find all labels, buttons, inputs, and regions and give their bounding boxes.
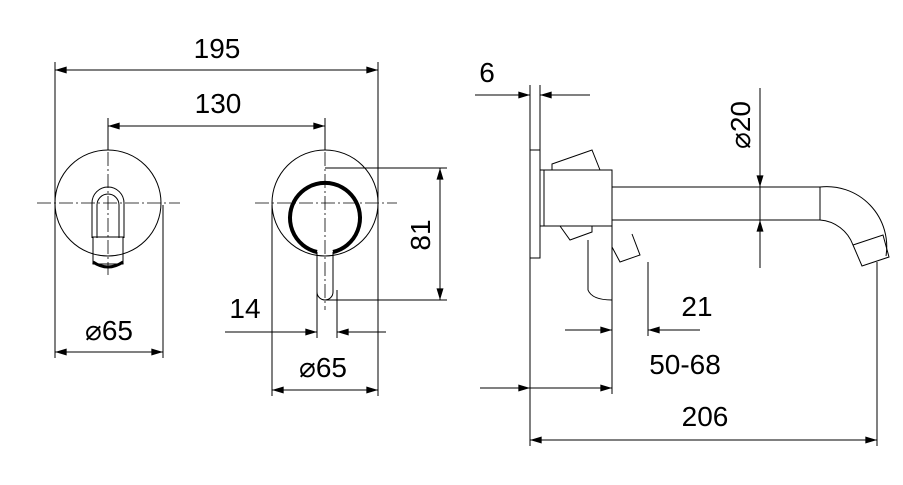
dim-plate-thickness: 6 xyxy=(479,57,495,88)
dim-body-offset: 21 xyxy=(681,291,712,322)
faucet-side-view xyxy=(529,149,890,301)
dim-center-distance: 130 xyxy=(195,88,242,119)
dim-wall-depth-range: 50-68 xyxy=(649,349,721,380)
dim-handle-width: 14 xyxy=(229,293,260,324)
dimension-lines-front xyxy=(54,66,444,394)
dimension-lines-side xyxy=(475,85,878,446)
dim-left-rosette-diameter: ⌀65 xyxy=(85,315,133,346)
dim-spout-projection: 206 xyxy=(682,401,729,432)
dim-overall-width: 195 xyxy=(194,33,241,64)
spout-rosette-front-view xyxy=(37,130,180,275)
dim-spout-diameter: ⌀20 xyxy=(725,101,756,149)
mixer-rosette-front-view xyxy=(255,130,397,310)
dim-right-rosette-diameter: ⌀65 xyxy=(299,352,347,383)
dim-handle-height: 81 xyxy=(405,219,436,250)
extension-lines xyxy=(54,62,447,396)
